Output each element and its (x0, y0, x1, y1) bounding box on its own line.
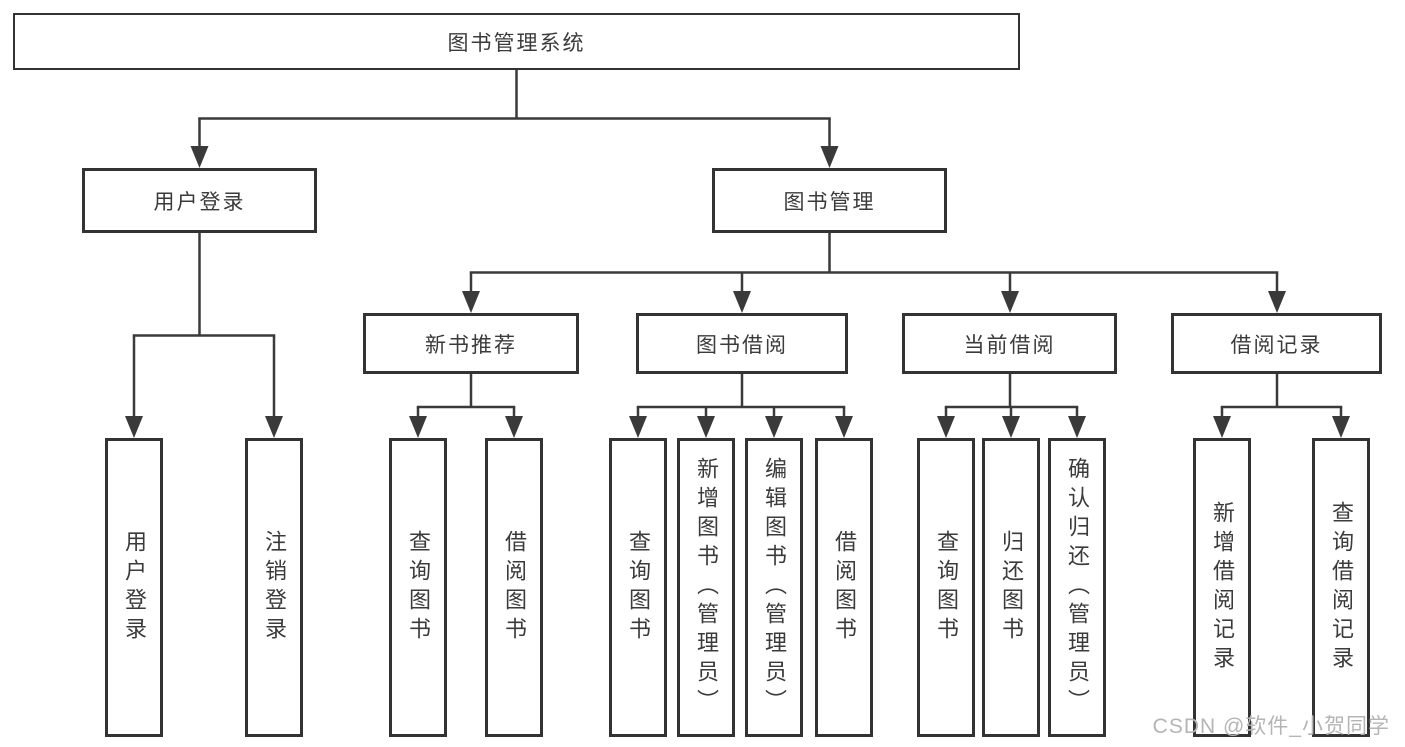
arrowheads (125, 146, 1350, 438)
connector-new-book (416, 374, 516, 409)
connector-current-borrow (944, 374, 1079, 409)
leaf-borrow-books-2: 借阅图书 (815, 438, 873, 737)
leaf-query-books-1: 查询图书 (389, 438, 447, 737)
connector-root (198, 70, 831, 120)
watermark: CSDN @软件_小贺同学 (1152, 715, 1390, 738)
leaf-add-book-admin: 新增图书（管理员） (677, 438, 735, 737)
leaf-borrow-books-1: 借阅图书 (485, 438, 543, 737)
connector-borrow-records (1220, 374, 1343, 409)
node-book-borrow: 图书借阅 (636, 313, 848, 374)
leaf-add-borrow-record: 新增借阅记录 (1193, 438, 1251, 737)
leaf-user-login: 用户登录 (105, 438, 163, 737)
leaf-confirm-return-admin: 确认归还（管理员） (1048, 438, 1106, 737)
connector-book-mgmt (469, 233, 1279, 274)
connector-user-login (132, 233, 276, 337)
node-root: 图书管理系统 (13, 13, 1020, 70)
node-book-mgmt: 图书管理 (712, 168, 947, 233)
node-borrow-records: 借阅记录 (1171, 313, 1382, 374)
node-user-login: 用户登录 (82, 168, 317, 233)
node-current-borrow: 当前借阅 (902, 313, 1117, 374)
leaf-query-books-2: 查询图书 (609, 438, 667, 737)
leaf-logout: 注销登录 (245, 438, 303, 737)
leaf-query-books-3: 查询图书 (917, 438, 975, 737)
node-new-book-recommend: 新书推荐 (363, 313, 579, 374)
leaf-query-borrow-record: 查询借阅记录 (1312, 438, 1370, 737)
leaf-return-book: 归还图书 (982, 438, 1040, 737)
connector-book-borrow (636, 374, 846, 409)
leaf-edit-book-admin: 编辑图书（管理员） (745, 438, 803, 737)
